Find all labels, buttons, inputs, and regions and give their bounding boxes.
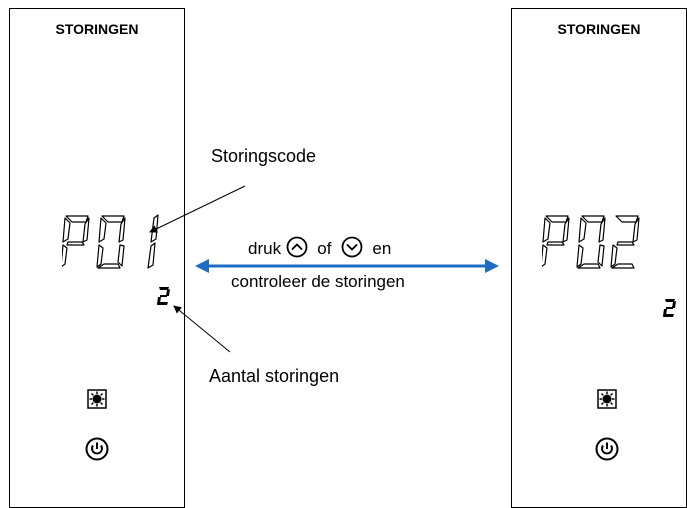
storingscode-pointer — [149, 185, 246, 233]
sun-icon[interactable] — [87, 389, 107, 414]
chevron-up-circle-icon[interactable] — [286, 236, 308, 258]
callout-lines — [149, 185, 246, 353]
right-display-count — [663, 298, 677, 318]
double-arrow — [195, 259, 499, 273]
instruction-druk: druk — [248, 239, 282, 258]
chevron-down-circle-icon[interactable] — [341, 236, 363, 258]
right-display-panel: STORINGEN — [511, 8, 687, 508]
aantal-pointer — [173, 305, 231, 353]
instruction-line-2: controleer de storingen — [231, 272, 405, 291]
left-display-count — [157, 286, 171, 306]
left-display-panel: STORINGEN — [9, 8, 185, 508]
instruction-of: of — [317, 239, 332, 258]
right-display-code — [542, 212, 642, 270]
sun-icon[interactable] — [597, 389, 617, 414]
storingscode-label: Storingscode — [211, 146, 317, 166]
right-panel-title: STORINGEN — [557, 21, 641, 37]
instruction-line-1: druk of en — [248, 236, 391, 259]
left-panel-title: STORINGEN — [55, 21, 139, 37]
power-icon[interactable] — [85, 437, 109, 466]
left-display-code — [62, 212, 162, 270]
instruction-en: en — [372, 239, 392, 258]
aantal-storingen-label: Aantal storingen — [209, 366, 340, 386]
power-icon[interactable] — [595, 437, 619, 466]
